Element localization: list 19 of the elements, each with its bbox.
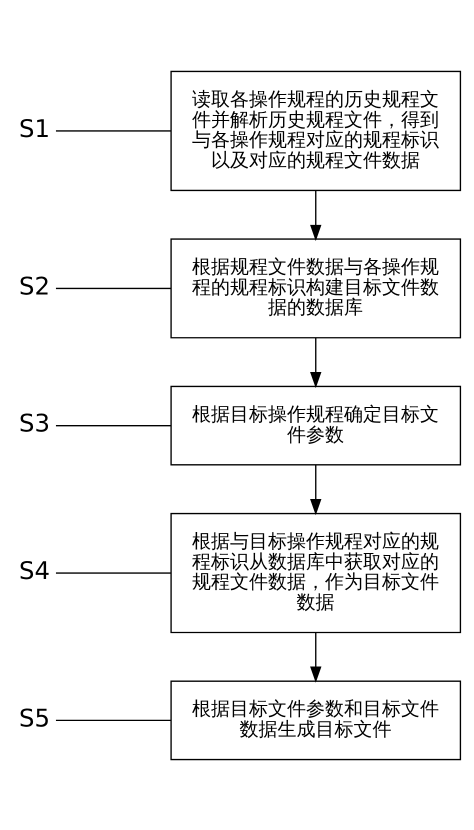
node-text: S3 [19,408,50,438]
node-text: S1 [19,113,50,142]
node-box: 根据与目标操作规程对应的规程标识从数据库中获取对应的规程文件数据，作为目标文件数据 [170,512,462,633]
connector [56,572,171,574]
arrow [310,337,322,388]
connector [56,424,171,426]
node-box: 根据目标操作规程确定目标文件参数 [170,385,462,466]
connector [56,287,171,289]
arrow [310,632,322,682]
node-box: 根据目标文件参数和目标文件数据生成目标文件 [170,680,462,760]
connector [56,719,171,721]
node-box: 读取各操作规程的历史规程文件并解析历史规程文件，得到与各操作规程对应的规程标识以及对应的规程文件数据 [170,70,462,191]
connector [56,130,171,132]
node-text: S5 [19,702,50,732]
node-text: S2 [19,270,50,300]
node-text: S4 [19,555,50,584]
node-box: 根据规程文件数据与各操作规程的规程标识构建目标文件数据的数据库 [170,238,462,338]
arrow [310,464,322,515]
arrow [310,190,322,241]
